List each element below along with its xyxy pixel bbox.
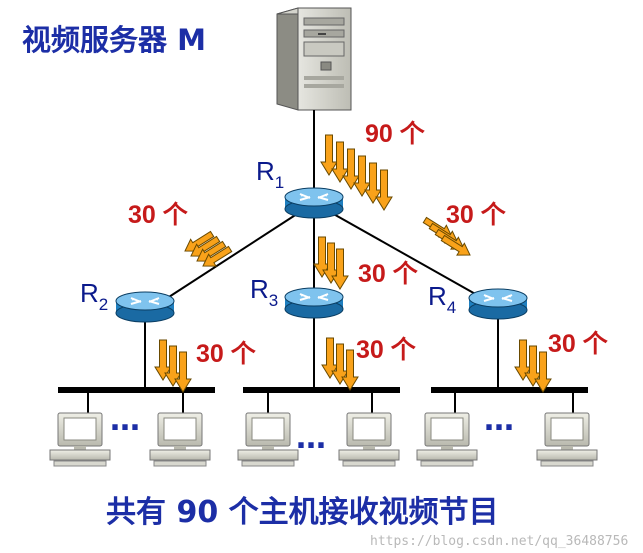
- flow-count-r1-r4: 30 个: [446, 201, 507, 229]
- arrows-r3-lan: [321, 337, 359, 391]
- link-r1-r4: [329, 211, 487, 301]
- watermark: https://blog.csdn.net/qq_36488756: [370, 534, 628, 549]
- router-r3-icon: [284, 287, 344, 319]
- ellipsis-lan-1: …: [110, 403, 140, 438]
- host-pc-icon: [237, 412, 299, 467]
- router-r1-label: R1: [256, 156, 284, 192]
- lan-buses: [58, 387, 588, 413]
- ellipsis-lan-3: …: [484, 403, 514, 438]
- arrows-r1-r2: [180, 227, 235, 273]
- host-pc-icon: [416, 412, 478, 467]
- lan-bus-3: [431, 387, 588, 393]
- lan-bus-1: [58, 387, 215, 393]
- footer-caption: 共有 90 个主机接收视频节目: [106, 495, 499, 530]
- link-r1-r2: [154, 211, 301, 307]
- router-r4-label: R4: [428, 281, 456, 317]
- router-r2-label: R2: [80, 278, 108, 314]
- diagram-title: 视频服务器 M: [22, 23, 206, 57]
- arrows-r2-lan: [154, 339, 192, 393]
- ellipsis-lan-2: …: [296, 421, 326, 456]
- arrows-r1-r3: [313, 236, 349, 290]
- lan-bus-2: [243, 387, 400, 393]
- host-pc-icon: [149, 412, 211, 467]
- flow-count-r3-lan: 30 个: [356, 336, 417, 364]
- host-pc-icon: [338, 412, 400, 467]
- host-pc-icon: [49, 412, 111, 467]
- router-r1-icon: [284, 187, 344, 219]
- host-pc-icon: [536, 412, 598, 467]
- arrows-r4-lan: [514, 339, 552, 393]
- flow-count-r2-lan: 30 个: [196, 340, 257, 368]
- router-r4-icon: [468, 288, 528, 320]
- video-server-icon: [276, 7, 352, 111]
- flow-count-r1-r2: 30 个: [128, 201, 189, 229]
- router-r2-icon: [115, 291, 175, 323]
- router-r3-label: R3: [250, 274, 278, 310]
- flow-count-r1-r3: 30 个: [358, 260, 419, 288]
- flow-count-server-r1: 90 个: [365, 120, 426, 148]
- links: [144, 110, 499, 390]
- flow-count-r4-lan: 30 个: [548, 330, 609, 358]
